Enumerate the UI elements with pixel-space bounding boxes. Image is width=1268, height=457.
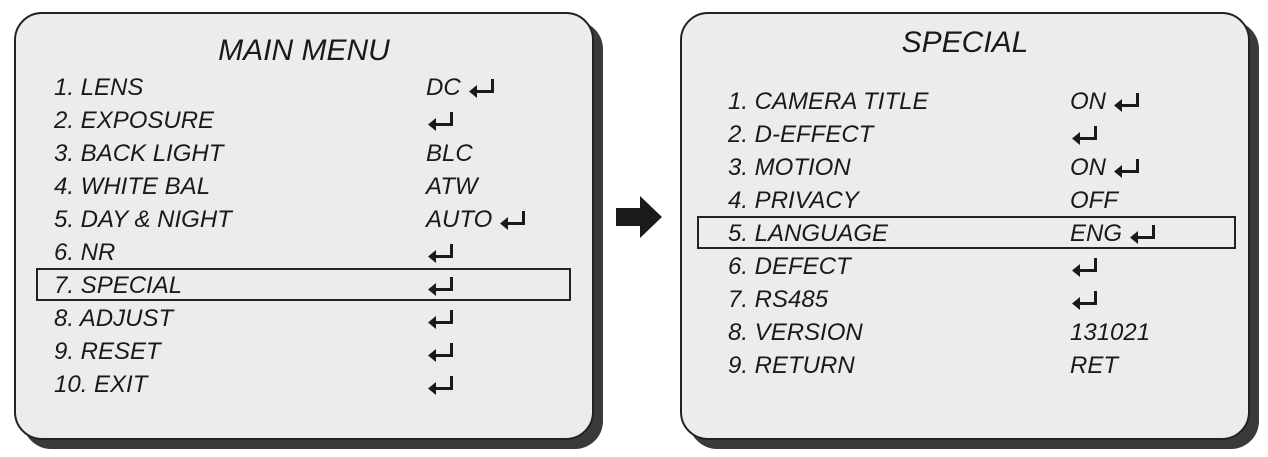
menu-item-version[interactable]: 8. VERSION 131021 bbox=[682, 316, 1248, 349]
enter-icon bbox=[1128, 223, 1156, 245]
menu-item-label: 4. PRIVACY bbox=[728, 187, 859, 214]
menu-item-label: 4. WHITE BAL bbox=[54, 173, 211, 200]
menu-item-label: 3. BACK LIGHT bbox=[54, 140, 224, 167]
main-menu-panel: MAIN MENU 1. LENS DC 2. EXPOSURE 3. BACK LI… bbox=[14, 12, 594, 440]
menu-item-privacy[interactable]: 4. PRIVACY OFF bbox=[682, 184, 1248, 217]
menu-item-value bbox=[426, 335, 454, 368]
menu-item-label: 9. RETURN bbox=[728, 352, 855, 379]
enter-icon bbox=[1112, 91, 1140, 113]
menu-item-label: 7. SPECIAL bbox=[54, 272, 183, 299]
enter-icon bbox=[1070, 124, 1098, 146]
menu-item-value-text: 131021 bbox=[1070, 319, 1151, 346]
menu-item-exposure[interactable]: 2. EXPOSURE bbox=[16, 104, 592, 137]
menu-item-label: 8. VERSION bbox=[728, 319, 863, 346]
main-menu-list: 1. LENS DC 2. EXPOSURE 3. BACK LIGHT BLC 4. W… bbox=[16, 71, 592, 401]
menu-item-label: 1. CAMERA TITLE bbox=[728, 88, 929, 115]
enter-icon bbox=[426, 308, 454, 330]
enter-icon bbox=[1070, 289, 1098, 311]
menu-item-label: 6. NR bbox=[54, 239, 116, 266]
menu-item-camera-title[interactable]: 1. CAMERA TITLE ON bbox=[682, 85, 1248, 118]
menu-item-value-text: ON bbox=[1070, 154, 1106, 181]
menu-item-motion[interactable]: 3. MOTION ON bbox=[682, 151, 1248, 184]
menu-item-label: 5. LANGUAGE bbox=[728, 220, 889, 247]
enter-icon bbox=[426, 110, 454, 132]
menu-item-value-text: ATW bbox=[426, 173, 478, 200]
menu-item-value bbox=[1070, 283, 1098, 316]
menu-item-special[interactable]: 7. SPECIAL bbox=[16, 268, 592, 302]
menu-item-value-text: ON bbox=[1070, 88, 1106, 115]
menu-item-value bbox=[426, 302, 454, 335]
menu-item-lens[interactable]: 1. LENS DC bbox=[16, 71, 592, 104]
enter-icon bbox=[467, 77, 495, 99]
menu-item-value: ON bbox=[1070, 151, 1140, 184]
enter-icon bbox=[1112, 157, 1140, 179]
menu-item-label: 8. ADJUST bbox=[54, 305, 174, 332]
menu-item-white-bal[interactable]: 4. WHITE BAL ATW bbox=[16, 170, 592, 203]
menu-item-value: BLC bbox=[426, 137, 473, 170]
menu-item-value-text: DC bbox=[426, 74, 461, 101]
menu-item-value-text: ENG bbox=[1070, 220, 1123, 247]
menu-item-value bbox=[426, 269, 454, 302]
menu-item-return[interactable]: 9. RETURN RET bbox=[682, 349, 1248, 382]
enter-icon bbox=[426, 341, 454, 363]
menu-item-back-light[interactable]: 3. BACK LIGHT BLC bbox=[16, 137, 592, 170]
menu-item-value: AUTO bbox=[426, 203, 526, 236]
menu-item-defect[interactable]: 6. DEFECT bbox=[682, 250, 1248, 283]
menu-item-value: OFF bbox=[1070, 184, 1118, 217]
special-menu-list: 1. CAMERA TITLE ON 2. D-EFFECT 3. MOTION ON 4… bbox=[682, 85, 1248, 382]
menu-item-d-effect[interactable]: 2. D-EFFECT bbox=[682, 118, 1248, 151]
special-menu-panel: SPECIAL 1. CAMERA TITLE ON 2. D-EFFECT 3. M… bbox=[680, 12, 1250, 440]
menu-item-label: 1. LENS bbox=[54, 74, 144, 101]
menu-item-label: 2. EXPOSURE bbox=[54, 107, 215, 134]
arrow-right-icon bbox=[616, 196, 662, 238]
menu-item-value-text: AUTO bbox=[426, 206, 493, 233]
menu-item-value-text: OFF bbox=[1070, 187, 1118, 214]
menu-item-label: 7. RS485 bbox=[728, 286, 829, 313]
enter-icon bbox=[426, 275, 454, 297]
menu-item-rs485[interactable]: 7. RS485 bbox=[682, 283, 1248, 316]
menu-item-reset[interactable]: 9. RESET bbox=[16, 335, 592, 368]
menu-item-value: ENG bbox=[1070, 217, 1156, 250]
main-menu-title: MAIN MENU bbox=[218, 34, 390, 67]
menu-item-value: ATW bbox=[426, 170, 478, 203]
menu-item-value bbox=[426, 104, 454, 137]
menu-item-value bbox=[1070, 250, 1098, 283]
menu-item-label: 10. EXIT bbox=[54, 371, 148, 398]
enter-icon bbox=[498, 209, 526, 231]
menu-item-value: ON bbox=[1070, 85, 1140, 118]
menu-item-label: 5. DAY & NIGHT bbox=[54, 206, 232, 233]
menu-item-value bbox=[426, 368, 454, 401]
special-menu-title: SPECIAL bbox=[901, 26, 1029, 59]
menu-item-value: RET bbox=[1070, 349, 1118, 382]
menu-item-label: 9. RESET bbox=[54, 338, 161, 365]
menu-item-value-text: BLC bbox=[426, 140, 473, 167]
enter-icon bbox=[426, 374, 454, 396]
menu-item-value bbox=[426, 236, 454, 269]
menu-item-value: 131021 bbox=[1070, 316, 1150, 349]
enter-icon bbox=[426, 242, 454, 264]
menu-item-value-text: RET bbox=[1070, 352, 1118, 379]
menu-item-label: 6. DEFECT bbox=[728, 253, 851, 280]
menu-item-value bbox=[1070, 118, 1098, 151]
enter-icon bbox=[1070, 256, 1098, 278]
menu-item-label: 3. MOTION bbox=[728, 154, 851, 181]
menu-item-adjust[interactable]: 8. ADJUST bbox=[16, 302, 592, 335]
menu-item-day-night[interactable]: 5. DAY & NIGHT AUTO bbox=[16, 203, 592, 236]
menu-item-label: 2. D-EFFECT bbox=[728, 121, 874, 148]
menu-item-language[interactable]: 5. LANGUAGE ENG bbox=[682, 216, 1248, 250]
menu-item-nr[interactable]: 6. NR bbox=[16, 236, 592, 269]
menu-item-value: DC bbox=[426, 71, 495, 104]
menu-item-exit[interactable]: 10. EXIT bbox=[16, 368, 592, 401]
